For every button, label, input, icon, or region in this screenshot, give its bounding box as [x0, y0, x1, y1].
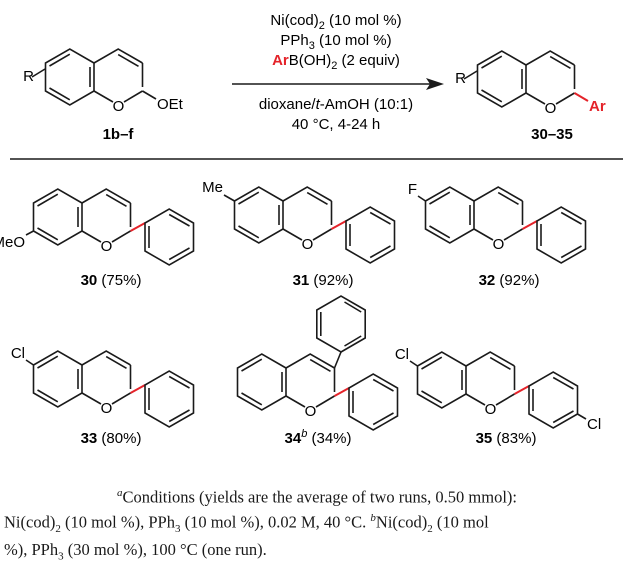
compound-35-ring-oxygen: O [485, 401, 497, 418]
compound-32-fluorine: F [408, 181, 417, 198]
product-ring-oxygen: O [545, 100, 557, 117]
compound-34-label: 34b (34%) [285, 428, 352, 447]
compound-32-ring-oxygen: O [493, 236, 505, 253]
compound-33-label: 33 (80%) [81, 430, 142, 447]
footnote-a-marker: a [116, 487, 123, 499]
compound-30-structure: O MeO [0, 188, 195, 266]
compound-31-structure: O Me [202, 179, 396, 264]
compound-31-label: 31 (92%) [293, 272, 354, 289]
reaction-scheme: O R OEt 1b–f Ni(cod)2 (10 mol %) PPh3 (1… [0, 12, 623, 447]
footnote-line-1: aConditions (yields are the average of t… [4, 483, 630, 508]
compound-33-structure: O Cl [11, 345, 195, 428]
reaction-arrow [232, 78, 444, 90]
footnote-b-marker: b [370, 511, 376, 524]
footnote-line-2: Ni(cod)2 (10 mol %), PPh3 (10 mol %), 0.… [4, 511, 489, 535]
reagent-boronic-acid: ArB(OH)2 (2 equiv) [272, 52, 400, 72]
compound-33-ring-oxygen: O [101, 400, 113, 417]
compound-33-chlorine: Cl [11, 345, 25, 362]
reactant-structure: O R OEt [23, 48, 184, 115]
compound-35-label: 35 (83%) [476, 430, 537, 447]
footnote-line-3: %), PPh3 (30 mol %), 100 °C (one run). [4, 540, 267, 563]
footnote-a-text: Conditions (yields are the average of tw… [122, 487, 518, 507]
reagent-catalyst: Ni(cod)2 (10 mol %) [270, 12, 401, 32]
reactant-r-group: R [23, 68, 34, 85]
product-label: 30–35 [531, 126, 573, 143]
reactant-label: 1b–f [103, 126, 135, 143]
compound-35-aryl-chlorine: Cl [587, 416, 601, 433]
compound-30-ring-oxygen: O [101, 238, 113, 255]
reactant-ethoxy: OEt [157, 96, 184, 113]
compound-31-ring-oxygen: O [302, 236, 314, 253]
reactant-ring-oxygen: O [113, 98, 125, 115]
compound-32-structure: O F [408, 181, 587, 264]
compound-30-label: 30 (75%) [81, 272, 142, 289]
product-structure: O R Ar [455, 50, 606, 117]
compound-34-structure: O [236, 295, 399, 431]
compound-32-label: 32 (92%) [479, 272, 540, 289]
compound-35-chlorine: Cl [395, 346, 409, 363]
compound-34-ring-oxygen: O [305, 403, 317, 420]
compound-35-structure: O Cl Cl [395, 346, 601, 433]
reaction-temperature-time: 40 °C, 4-24 h [292, 116, 381, 133]
compound-31-methyl: Me [202, 179, 223, 196]
product-aryl-group: Ar [589, 98, 606, 115]
reagent-ligand: PPh3 (10 mol %) [280, 32, 391, 52]
product-r-group: R [455, 70, 466, 87]
table-footnote: aConditions (yields are the average of t… [4, 483, 630, 568]
reaction-solvent: dioxane/t-AmOH (10:1) [259, 96, 413, 113]
compound-30-methoxy: MeO [0, 234, 25, 251]
